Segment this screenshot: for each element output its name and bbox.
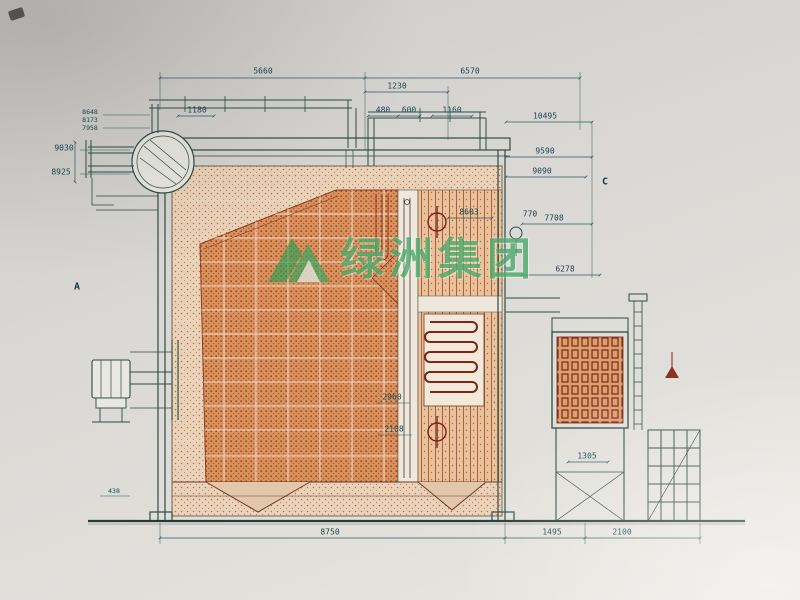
dim-2108: 2108 bbox=[384, 424, 404, 434]
section-label-a: A bbox=[73, 281, 81, 293]
dim-8603: 8603 bbox=[459, 207, 479, 217]
ground-line bbox=[88, 519, 745, 525]
dim-5660: 5660 bbox=[253, 66, 273, 76]
dim-438: 438 bbox=[108, 487, 120, 495]
convection-bank bbox=[417, 189, 503, 483]
dim-1305: 1305 bbox=[577, 451, 597, 461]
elevation-marker bbox=[665, 352, 679, 378]
dim-1230: 1230 bbox=[387, 81, 407, 91]
rear-gas-channel bbox=[397, 189, 419, 483]
furnace bbox=[199, 189, 399, 483]
dim-1160: 1160 bbox=[442, 105, 462, 115]
dim-6570: 6570 bbox=[460, 66, 480, 76]
dim-600: 600 bbox=[401, 105, 417, 115]
dim-1495: 1495 bbox=[542, 527, 562, 537]
dim-8925: 8925 bbox=[51, 167, 71, 177]
dim-7958: 7958 bbox=[82, 124, 98, 132]
dim-9090: 9090 bbox=[532, 166, 552, 176]
dim-2100: 2100 bbox=[612, 527, 632, 537]
dim-6278: 6278 bbox=[555, 264, 575, 274]
section-label-c: C bbox=[601, 176, 609, 188]
dim-1180: 1180 bbox=[187, 105, 207, 115]
dim-9030: 9030 bbox=[54, 143, 74, 153]
dim-2960: 2960 bbox=[382, 392, 402, 402]
dim-7708: 7708 bbox=[544, 213, 564, 223]
superheater-coil bbox=[423, 313, 485, 407]
top-piping bbox=[149, 96, 523, 256]
ash-hoppers bbox=[172, 481, 502, 513]
dim-480: 480 bbox=[375, 105, 391, 115]
dim-8648: 8648 bbox=[82, 108, 98, 116]
dim-8173: 8173 bbox=[82, 116, 98, 124]
inspection-port-symbols bbox=[427, 206, 447, 448]
side-ladder bbox=[628, 293, 648, 430]
economizer-unit bbox=[506, 297, 629, 522]
dim-770: 770 bbox=[522, 209, 538, 219]
stairs bbox=[647, 429, 701, 522]
dim-10495: 10495 bbox=[532, 111, 558, 121]
dim-9590: 9590 bbox=[535, 146, 555, 156]
steam-drum bbox=[85, 130, 195, 211]
burner-motor bbox=[91, 340, 179, 423]
dim-8750: 8750 bbox=[320, 527, 340, 537]
dimension-lines bbox=[73, 72, 702, 544]
